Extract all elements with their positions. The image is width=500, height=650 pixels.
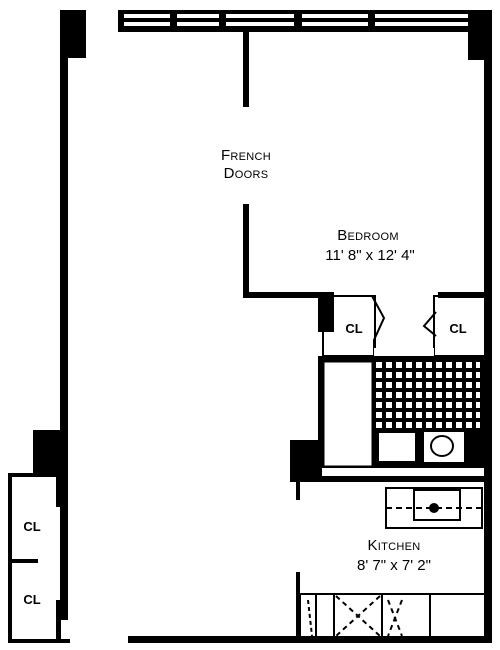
french-doors-line1: French <box>220 147 272 164</box>
kitchen-dims: 8' 7" x 7' 2" <box>357 557 431 574</box>
bedroom-dims: 11' 8" x 12' 4" <box>325 247 415 264</box>
french-doors-line2: Doors <box>223 165 269 182</box>
closet-label: CL <box>23 592 41 607</box>
bedroom-name: Bedroom <box>337 227 399 244</box>
closet-label: CL <box>449 321 467 336</box>
closet-label: CL <box>23 519 41 534</box>
left-closets <box>8 473 70 643</box>
closet-label: CL <box>345 321 363 336</box>
kitchen-name: Kitchen <box>367 537 421 554</box>
top-windows <box>118 10 480 32</box>
kitchen <box>290 440 487 642</box>
french-doors-label: French Doors <box>196 147 296 183</box>
french-doors-partition <box>243 32 249 296</box>
exterior-walls <box>33 10 492 643</box>
bathroom <box>318 356 486 468</box>
